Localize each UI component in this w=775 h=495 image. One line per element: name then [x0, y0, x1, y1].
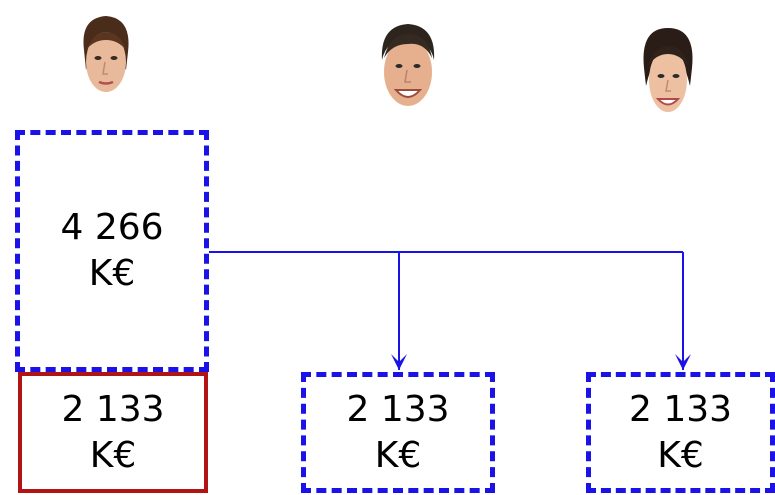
total-amount: 4 266	[60, 207, 164, 248]
man-face-icon	[381, 24, 435, 106]
share-box-3: 2 133 K€	[586, 372, 775, 493]
share-3-unit: K€	[657, 434, 704, 476]
woman-face-icon	[83, 16, 129, 92]
share-1-amount: 2 133	[61, 388, 165, 430]
share-1-unit: K€	[89, 434, 137, 476]
arrowhead-share-2	[391, 354, 407, 370]
share-3-amount: 2 133	[628, 388, 733, 430]
smiling-woman-face-icon	[643, 28, 693, 112]
share-box-2: 2 133 K€	[301, 372, 495, 493]
total-unit: K€	[88, 253, 136, 294]
share-box-1: 2 133 K€	[18, 372, 208, 493]
share-2-unit: K€	[374, 434, 422, 476]
share-2-amount: 2 133	[346, 388, 450, 430]
total-amount-box: 4 266 K€	[15, 130, 209, 372]
arrowhead-share-3	[675, 354, 691, 370]
